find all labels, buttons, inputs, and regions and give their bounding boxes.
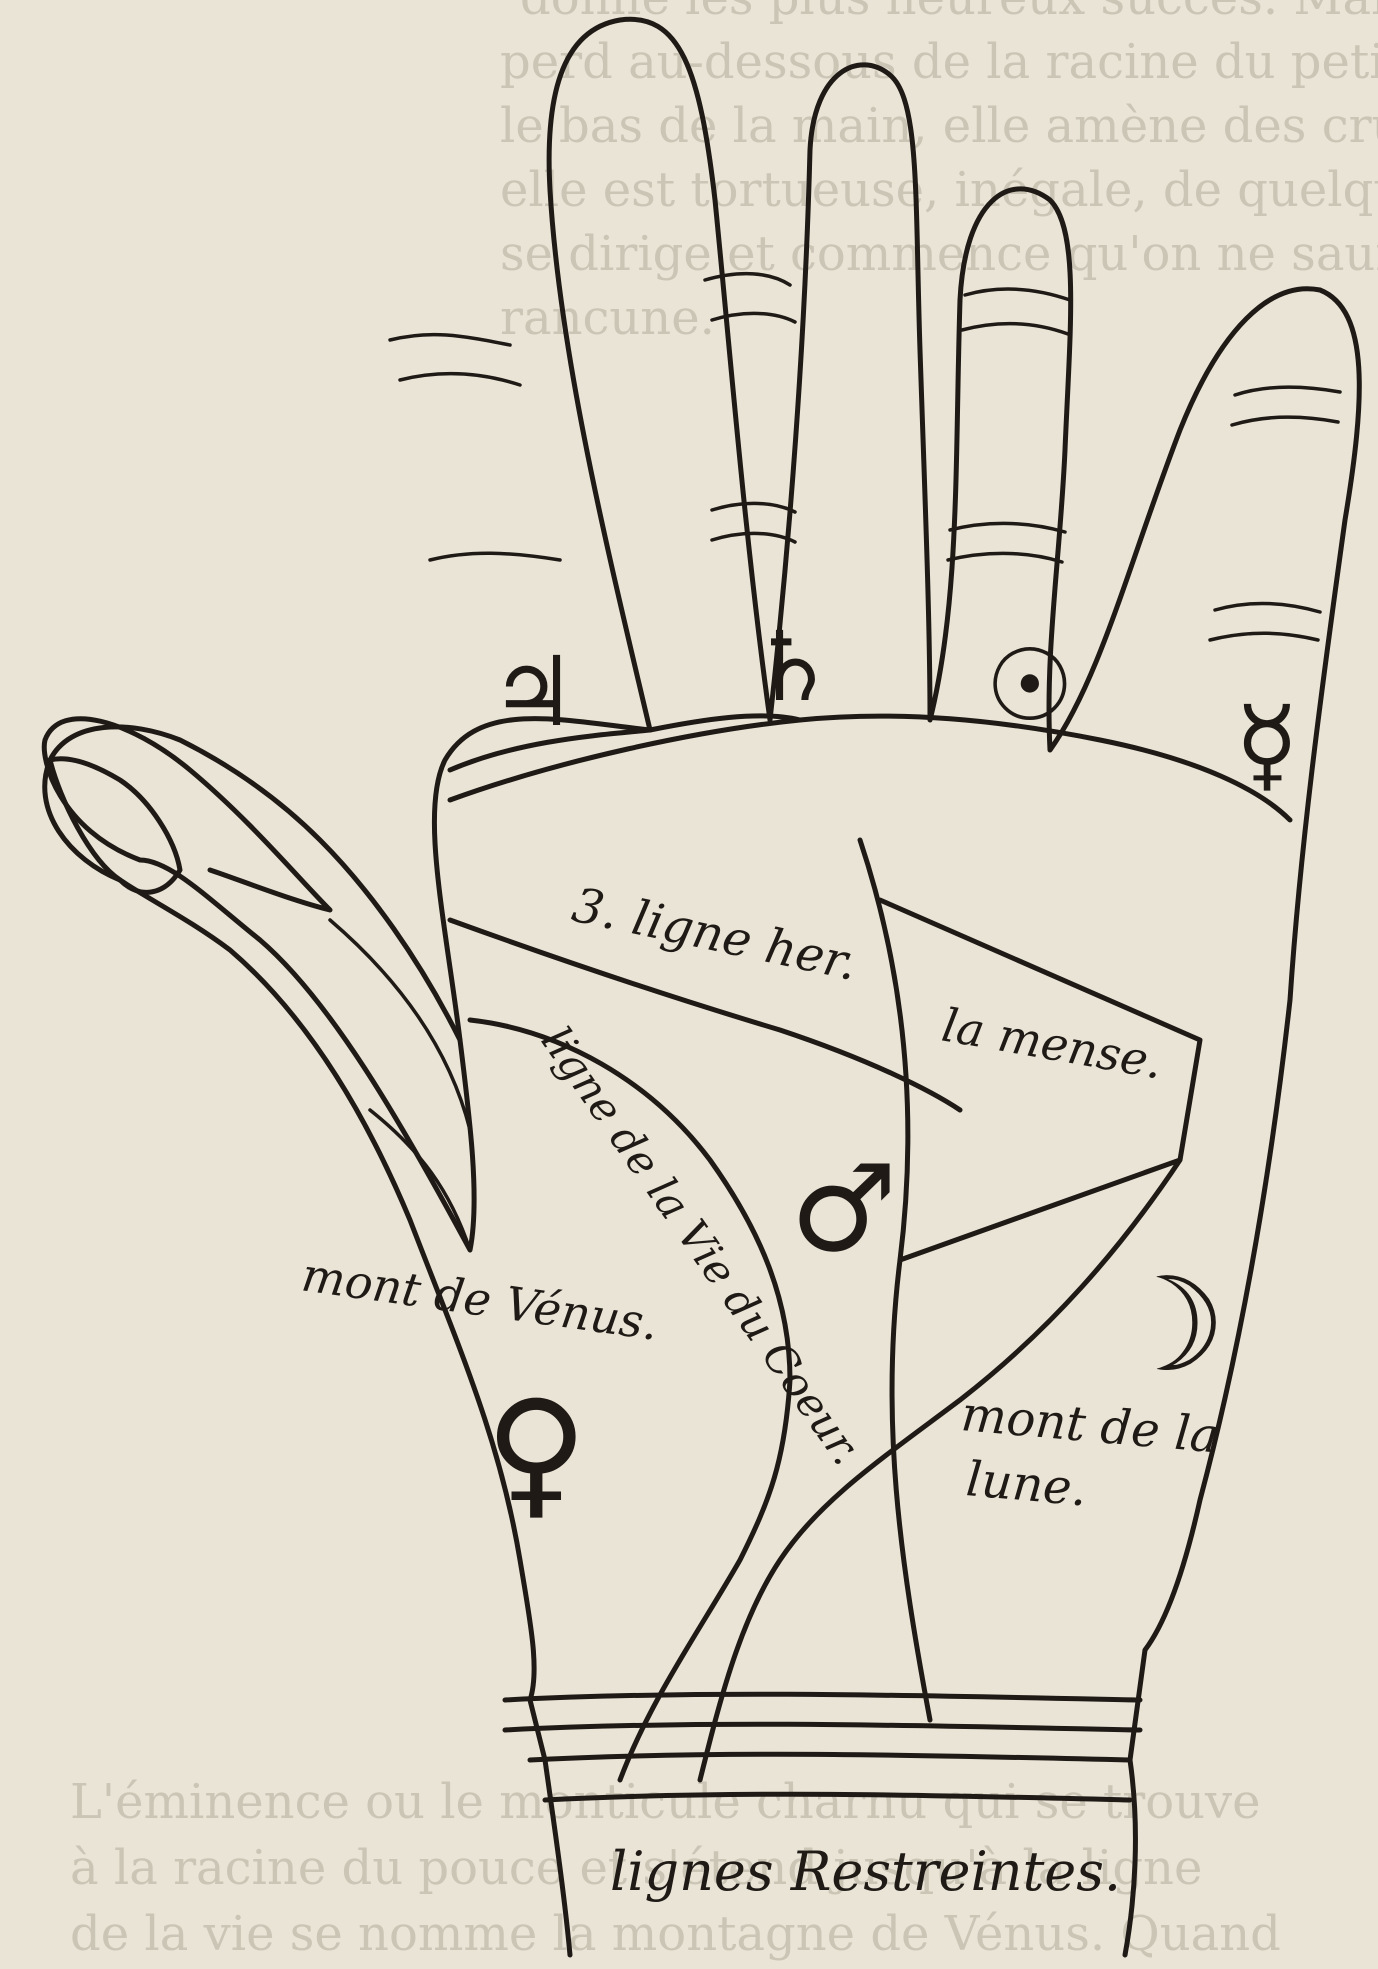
sun-symbol: ☉ <box>985 627 1075 744</box>
bg-line-1: donne les plus heureux succès. Mais si e… <box>520 0 1378 26</box>
wrist-line-2 <box>502 1721 1143 1733</box>
ring-crease-3 <box>948 521 1067 534</box>
venus-crease-2 <box>368 1108 472 1252</box>
little-crease-2 <box>1230 415 1340 427</box>
background-text-bottom: L'éminence ou le monticule charnu qui se… <box>70 1774 1281 1962</box>
labels: 3. ligne her. la mense. ligne de la Vie … <box>298 877 1221 1903</box>
label-mont-venus: mont de Vénus. <box>298 1247 661 1350</box>
bg-line-2: perd au-dessous de la racine du petit do… <box>500 34 1378 90</box>
index-crease-2 <box>398 371 522 387</box>
bg-line-8: à la racine du pouce et s'étend jusqu'à … <box>70 1840 1202 1896</box>
little-crease-4 <box>1208 631 1320 642</box>
hand-outline <box>546 16 1362 1958</box>
moon-symbol: ☽ <box>1110 1249 1227 1401</box>
little-crease-3 <box>1213 601 1322 614</box>
ring-crease-2 <box>960 321 1070 336</box>
middle-crease-2 <box>710 311 797 324</box>
ring-crease-1 <box>963 287 1072 302</box>
bg-line-3: le bas de la main, elle amène des cruaut… <box>500 98 1378 154</box>
palm-lines <box>328 713 1293 1803</box>
wrist-line-1 <box>502 1691 1143 1703</box>
thumb-outline <box>42 724 573 1958</box>
bg-line-6: rancune. <box>500 290 715 346</box>
middle-crease-1 <box>703 271 792 287</box>
label-restreintes: lignes Restreintes. <box>610 1840 1121 1903</box>
finger-creases <box>388 271 1342 642</box>
mars-symbol: ♂ <box>790 1140 898 1279</box>
head-line <box>447 917 963 1113</box>
mense-line <box>697 897 1203 1783</box>
middle-crease-4 <box>710 531 797 544</box>
saturn-symbol: ♄ <box>750 611 836 723</box>
index-crease-1 <box>388 332 512 347</box>
index-crease-3 <box>428 551 562 562</box>
wrist-line-3 <box>527 1751 1133 1763</box>
middle-crease-3 <box>710 501 797 514</box>
top-of-palm-line <box>447 713 803 773</box>
hand-outline-left <box>41 716 653 1253</box>
ring-crease-4 <box>946 551 1064 564</box>
background-text-top: donne les plus heureux succès. Mais si e… <box>500 0 1378 346</box>
venus-crease-1 <box>328 918 472 1132</box>
bg-line-4: elle est tortueuse, inégale, de quelque … <box>500 162 1378 218</box>
heart-line <box>447 713 1293 823</box>
bg-line-7: L'éminence ou le monticule charnu qui se… <box>70 1774 1261 1830</box>
label-mont-lune-2: lune. <box>964 1451 1089 1517</box>
bg-line-9: de la vie se nomme la montagne de Vénus.… <box>70 1906 1281 1962</box>
planet-symbols: ♃ ♄ ☉ ☿ ♂ ♀ ☽ <box>485 611 1299 1534</box>
fate-line <box>857 837 933 1723</box>
thumbnail <box>47 756 183 895</box>
venus-symbol: ♀ <box>485 1371 588 1534</box>
wrist-line-4 <box>542 1791 1133 1803</box>
mercury-symbol: ☿ <box>1235 683 1299 805</box>
little-crease-1 <box>1233 385 1342 397</box>
life-line <box>467 1017 793 1783</box>
jupiter-symbol: ♃ <box>490 636 576 748</box>
